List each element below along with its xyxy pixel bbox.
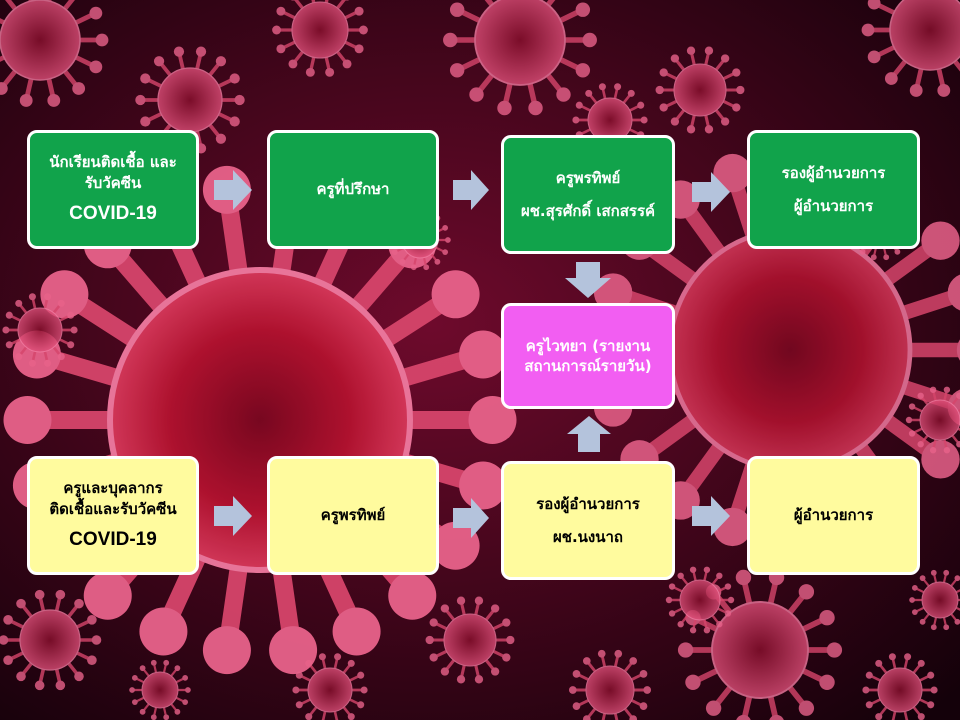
box-text: ผู้อำนวยการ [793,196,874,215]
box-text: ครูพรทิพย์ [555,169,621,188]
box-text: ผช.สุรศักดิ์ เสกสรรค์ [520,201,656,220]
box-text: ติดเชื้อและรับวัคซีน [49,499,177,518]
box-text: ผช.นงนาถ [552,527,623,546]
flow-box-advisor-teacher: ครูที่ปรึกษา [267,130,439,249]
box-title: COVID-19 [69,202,157,224]
right-arrow-icon [692,496,730,536]
flow-box-director: ผู้อำนวยการ [747,456,920,575]
flow-box-student-infected: นักเรียนติดเชื้อ และ รับวัคซีน COVID-19 [27,130,199,249]
right-arrow-icon [453,170,489,210]
flow-box-daily-report: ครูไวทยา (รายงาน สถานการณ์รายวัน) [501,303,675,409]
box-title: COVID-19 [69,528,157,550]
box-text: ครูที่ปรึกษา [316,180,390,199]
box-text: รองผู้อำนวยการ [781,164,886,183]
box-text: นักเรียนติดเชื้อ และ [49,153,177,172]
down-arrow-icon [565,262,611,298]
flow-box-deputy-nongnat: รองผู้อำนวยการ ผช.นงนาถ [501,461,675,580]
right-arrow-icon [453,498,489,538]
flow-box-staff-infected: ครูและบุคลากร ติดเชื้อและรับวัคซีน COVID… [27,456,199,575]
box-text: ครูไวทยา (รายงาน [525,336,651,355]
right-arrow-icon [214,496,252,536]
box-text: รับวัคซีน [84,173,142,192]
box-text: ผู้อำนวยการ [793,506,874,525]
flow-box-teacher-porntip-surasak: ครูพรทิพย์ ผช.สุรศักดิ์ เสกสรรค์ [501,135,675,254]
box-text: รองผู้อำนวยการ [536,495,640,514]
box-text: สถานการณ์รายวัน) [524,357,652,375]
box-text: ครูพรทิพย์ [320,506,386,525]
right-arrow-icon [214,170,252,210]
right-arrow-icon [692,172,730,212]
box-text: ครูและบุคลากร [63,479,163,498]
up-arrow-icon [567,416,611,452]
flow-box-deputy-director: รองผู้อำนวยการ ผู้อำนวยการ [747,130,920,249]
flow-box-teacher-porntip: ครูพรทิพย์ [267,456,439,575]
